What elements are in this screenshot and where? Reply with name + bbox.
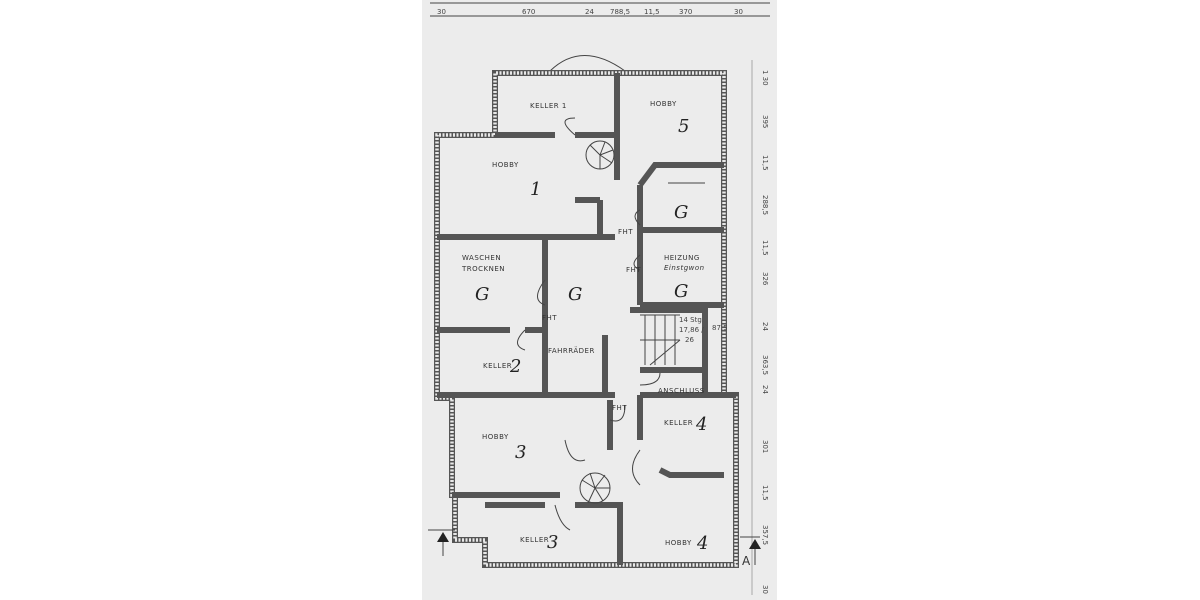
dim-right-8: 24: [761, 385, 769, 394]
dim-right-2: 11,5: [761, 155, 769, 171]
room-label-hobby-5: HOBBY: [650, 100, 677, 108]
door-label-fht-1: FHT: [618, 228, 633, 236]
dim-top-6: 30: [734, 8, 743, 16]
room-number-5: 5: [678, 116, 689, 137]
dim-top-2: 24: [585, 8, 594, 16]
room-number-hobby-4: 4: [696, 533, 708, 554]
spiral-stair-bottom: [579, 472, 611, 504]
dim-right-11: 357,5: [761, 525, 769, 545]
room-number-1: 1: [530, 179, 541, 200]
room-label-waschen: WASCHEN: [462, 254, 501, 262]
dim-right-9: 301: [761, 440, 769, 453]
room-number-keller-4: 4: [695, 414, 707, 435]
stair-tread: 26: [685, 336, 694, 344]
room-label-keller-4: KELLER: [664, 419, 693, 427]
straight-stair: [640, 314, 681, 366]
stair-steps: 14 Stg: [679, 316, 702, 324]
dim-right-7: 363,5: [761, 355, 769, 375]
dim-right-3: 288,5: [761, 195, 769, 215]
room-number-g-upper: G: [674, 202, 688, 223]
dim-top-4: 11,5: [644, 8, 660, 16]
room-number-keller-3: 3: [547, 532, 558, 553]
dim-top-1: 670: [522, 8, 535, 16]
room-label-fahrraeder: FAHRRÄDER: [548, 346, 595, 355]
room-number-2: 2: [509, 356, 521, 377]
room-label-trocknen: TROCKNEN: [461, 265, 505, 273]
room-number-g-waschen: G: [475, 284, 489, 305]
room-label-hobby-4: HOBBY: [665, 539, 692, 547]
room-label-keller-1: KELLER 1: [530, 102, 567, 110]
section-marker-right: [740, 536, 761, 565]
dim-right-0: 1 30: [761, 70, 769, 86]
spiral-stair-top: [585, 140, 615, 170]
stair-ratio: 17,86 /: [679, 326, 704, 334]
dim-top-5: 370: [679, 8, 692, 16]
door-label-fht-3: FHT: [542, 314, 557, 322]
room-number-g-heizung: G: [674, 281, 688, 302]
room-label-hobby-3: HOBBY: [482, 433, 509, 441]
door-swings: [517, 117, 661, 531]
dim-right-12: 30: [761, 585, 769, 594]
room-label-hobby-1: HOBBY: [492, 161, 519, 169]
room-label-heizung-note: Einstgwon: [664, 264, 705, 272]
room-label-anschluss: ANSCHLUSS: [658, 387, 705, 395]
dim-right-6: 24: [761, 322, 769, 331]
dim-right-1: 395: [761, 115, 769, 128]
right-dimensions: 1 30 395 11,5 288,5 11,5 326 24 363,5 24 301 11,5 3…: [761, 70, 769, 594]
room-label-keller-2: KELLER: [483, 362, 512, 370]
paper-sheet: [422, 0, 777, 600]
dim-top-0: 30: [437, 8, 446, 16]
stair-width: 87,5: [712, 324, 728, 332]
walls: [434, 70, 739, 568]
bay-window: [549, 55, 626, 72]
dim-right-5: 326: [761, 272, 769, 286]
dim-top-3: 788,5: [610, 8, 630, 16]
section-marker-label: A: [742, 554, 751, 568]
section-marker-left: [428, 529, 455, 556]
dim-right-10: 11,5: [761, 485, 769, 501]
room-label-keller-3: KELLER: [520, 536, 549, 544]
room-number-g-middle: G: [568, 284, 582, 305]
dim-right-4: 11,5: [761, 240, 769, 256]
door-label-fht-4: FHT: [612, 404, 627, 412]
room-label-heizung: HEIZUNG: [664, 254, 700, 262]
door-label-fht-2: FHT: [626, 266, 641, 274]
room-number-3: 3: [515, 442, 526, 463]
